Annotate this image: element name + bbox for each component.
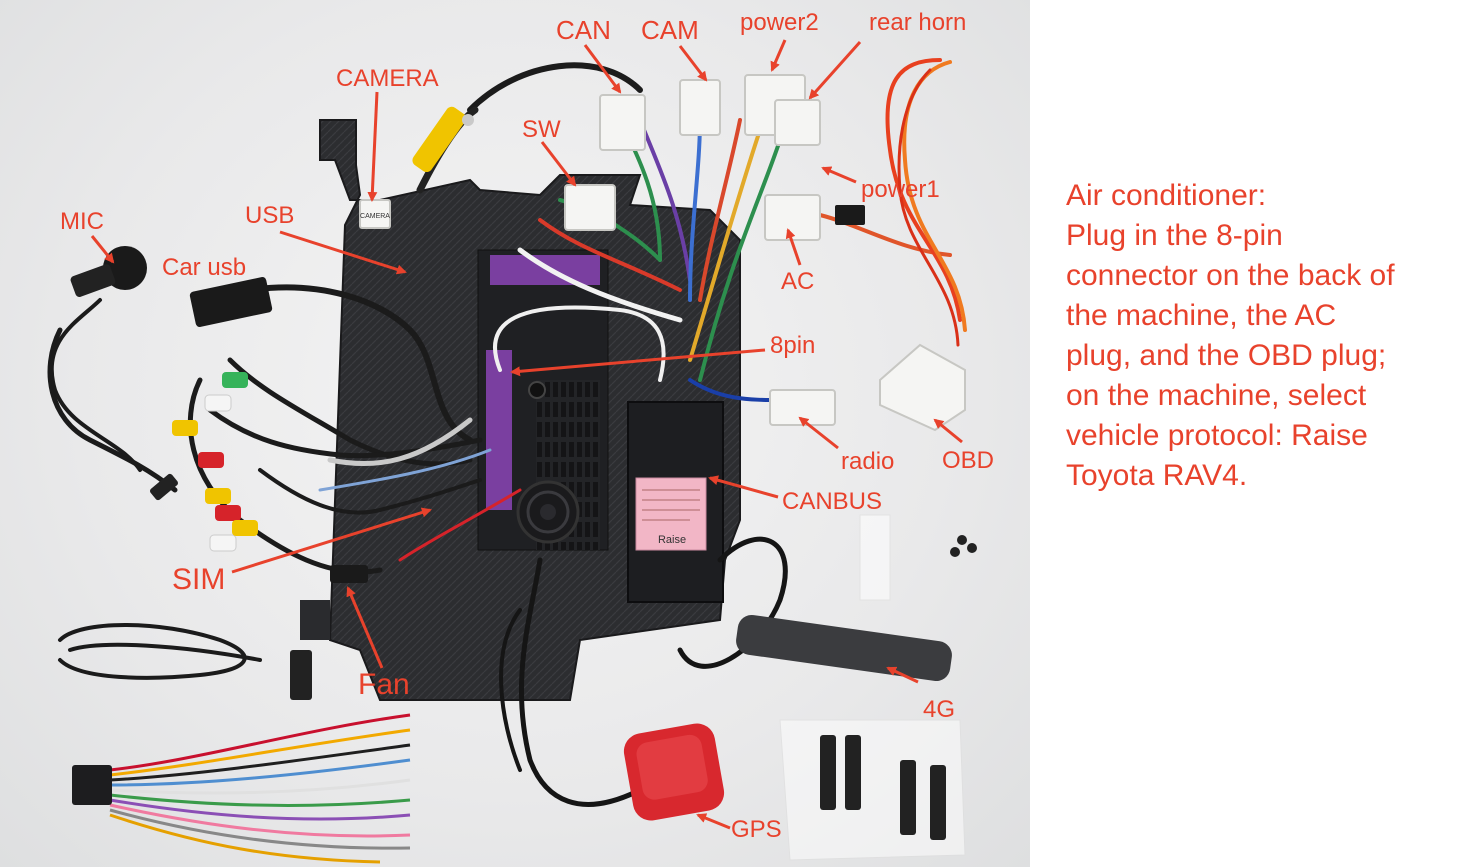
label-radio: radio — [841, 448, 895, 475]
label-sw: SW — [522, 116, 561, 143]
note-line: the machine, the AC — [1066, 299, 1337, 332]
label-rear-horn: rear horn — [869, 9, 967, 36]
label-sim: SIM — [172, 563, 226, 596]
label-obd: OBD — [942, 447, 995, 474]
label-ac: AC — [781, 268, 815, 295]
wiring-kit-illustration: Raise — [47, 39, 977, 864]
label-car-usb: Car usb — [162, 254, 247, 281]
label-power2: power2 — [740, 9, 819, 36]
label-8pin: 8pin — [770, 332, 816, 359]
note-line: on the machine, select — [1066, 379, 1367, 412]
label-power1: power1 — [861, 176, 940, 203]
label-4g: 4G — [923, 696, 956, 723]
annotation-arrows — [90, 39, 963, 830]
note-line: Air conditioner: — [1066, 179, 1267, 212]
label-can: CAN — [556, 15, 611, 45]
head-unit — [290, 119, 741, 701]
label-camera: CAMERA — [336, 65, 439, 92]
4g-antenna — [736, 614, 952, 682]
label-canbus: CANBUS — [782, 488, 883, 515]
power1-plug — [835, 205, 865, 225]
note-line: Toyota RAV4. — [1066, 459, 1248, 492]
note-line: Plug in the 8-pin — [1066, 219, 1283, 252]
label-cam: CAM — [641, 15, 699, 45]
label-usb: USB — [245, 202, 295, 229]
connectors — [359, 74, 966, 432]
power-harness — [109, 713, 411, 864]
rca-bundle — [172, 372, 258, 552]
microphone — [70, 246, 178, 501]
label-mic: MIC — [60, 208, 104, 235]
harness-plug — [72, 765, 112, 805]
camera-tag-text: CAMERA — [360, 213, 390, 220]
instruction-note: Air conditioner: Plug in the 8-pin conne… — [1066, 176, 1466, 496]
product-photo: Raise — [0, 0, 1030, 867]
label-fan: Fan — [358, 668, 410, 701]
note-line: vehicle protocol: Raise — [1066, 419, 1368, 452]
fan-plug — [330, 565, 368, 583]
gps-antenna — [623, 723, 725, 821]
label-gps: GPS — [731, 816, 782, 843]
canbus-decoder: Raise — [627, 401, 724, 603]
car-usb-plug — [189, 277, 273, 327]
screw-bags — [779, 514, 977, 861]
camera-rca-plug — [412, 106, 474, 173]
note-line: connector on the back of — [1066, 259, 1395, 292]
note-line: plug, and the OBD plug; — [1066, 339, 1387, 372]
canbus-box-text: Raise — [658, 534, 686, 546]
